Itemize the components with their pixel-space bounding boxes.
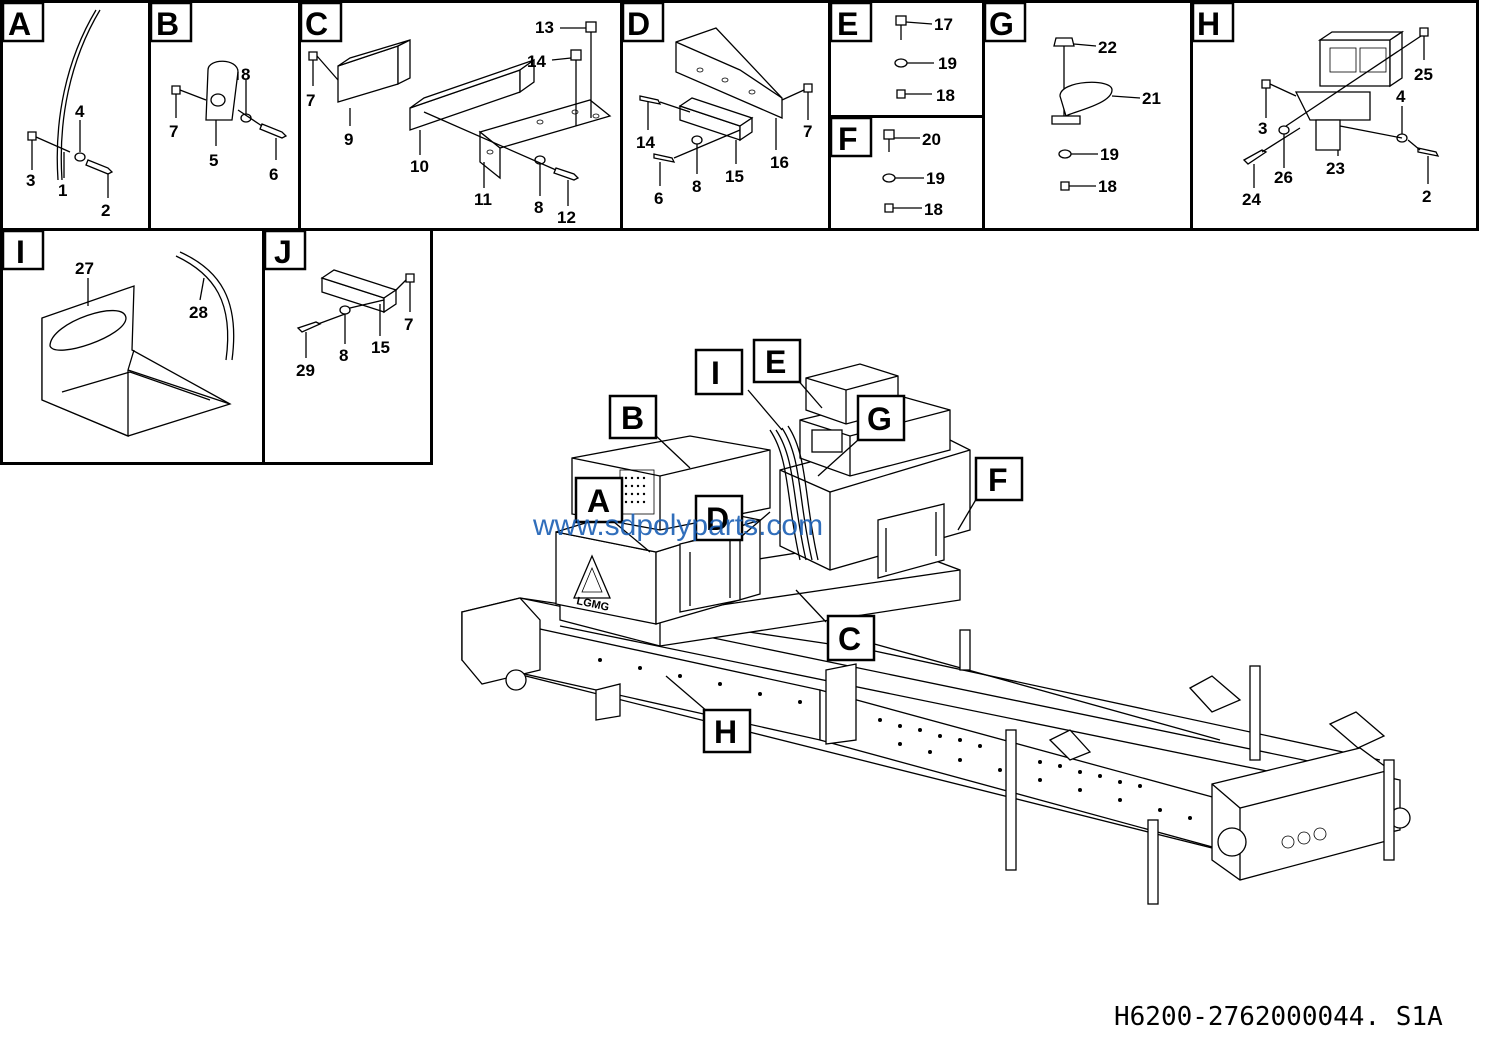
panel-a-label-2: 2 <box>101 201 110 220</box>
panel-e-label-17: 17 <box>934 15 953 34</box>
panel-c-parts: 13 14 7 9 10 11 8 12 <box>306 18 612 227</box>
panel-j-parts: 7 15 29 8 <box>296 269 415 380</box>
panel-j-label-8: 8 <box>339 346 348 365</box>
panel-d-label-14: 14 <box>636 133 655 152</box>
panel-b-parts: 8 7 5 6 <box>169 60 288 184</box>
panel-j-label-15: 15 <box>371 338 390 357</box>
panel-g-parts: 22 21 19 18 <box>1051 37 1161 196</box>
panel-d-label-6: 6 <box>654 189 663 208</box>
panel-j-label-7: 7 <box>404 315 413 334</box>
callout-h: H <box>714 714 737 750</box>
panel-g-label-19: 19 <box>1100 145 1119 164</box>
panel-e-label-18: 18 <box>936 86 955 105</box>
panel-h-label-24: 24 <box>1242 190 1261 209</box>
panel-i-parts: 27 28 <box>41 251 235 437</box>
panel-g-letter: G <box>989 6 1014 42</box>
panel-h-label-2: 2 <box>1422 187 1431 206</box>
panel-c-label-7: 7 <box>306 91 315 110</box>
panel-b-letter: B <box>156 6 179 42</box>
callout-i: I <box>711 355 720 391</box>
panel-h-label-25: 25 <box>1414 65 1433 84</box>
panel-c-label-8: 8 <box>534 198 543 217</box>
panel-h-letter: H <box>1197 6 1220 42</box>
panel-f-label-18: 18 <box>924 200 943 219</box>
callout-a: A <box>587 483 610 519</box>
panel-i-label-27: 27 <box>75 259 94 278</box>
panel-i-label-28: 28 <box>189 303 208 322</box>
panel-h-label-23: 23 <box>1326 159 1345 178</box>
callout-c: C <box>838 621 861 657</box>
panel-a-label-3: 3 <box>26 171 35 190</box>
panel-d-label-7: 7 <box>803 122 812 141</box>
panel-j-letter: J <box>274 234 292 270</box>
panel-a-label-1: 1 <box>58 181 67 200</box>
panel-d-letter: D <box>627 6 650 42</box>
panel-e-parts: 17 19 18 <box>894 15 957 105</box>
panel-f-label-19: 19 <box>926 169 945 188</box>
panel-f-letter: F <box>838 121 858 157</box>
panel-a-label-4: 4 <box>75 102 85 121</box>
panel-frames <box>0 0 1479 465</box>
callout-f: F <box>988 462 1008 498</box>
panel-e-letter: E <box>837 6 858 42</box>
main-assembly: LGMG <box>461 363 1411 905</box>
panel-i-letter: I <box>16 234 25 270</box>
main-callouts: I E B G F A D C H <box>574 338 1024 754</box>
panel-g-label-21: 21 <box>1142 89 1161 108</box>
panel-h-label-3: 3 <box>1258 119 1267 138</box>
callout-d: D <box>706 501 729 537</box>
panel-d-parts: 14 7 15 16 6 8 <box>636 27 813 208</box>
panel-letters: A B C D E F G H I J <box>1 1 1235 271</box>
panel-f-parts: 20 19 18 <box>882 129 945 219</box>
panel-b-label-8: 8 <box>241 65 250 84</box>
drawing-code: H6200-2762000044. S1A <box>1114 1002 1443 1032</box>
panel-b-label-6: 6 <box>269 165 278 184</box>
panel-j-label-29: 29 <box>296 361 315 380</box>
panel-c-label-14: 14 <box>527 52 546 71</box>
panel-d-label-15: 15 <box>725 167 744 186</box>
callout-g: G <box>867 401 892 437</box>
panel-c-label-9: 9 <box>344 130 353 149</box>
panel-c-label-11: 11 <box>474 190 492 209</box>
watermark: www.sdpolyparts.com <box>532 509 823 542</box>
panel-f-label-20: 20 <box>922 130 941 149</box>
panel-d-label-8: 8 <box>692 177 701 196</box>
callout-e: E <box>765 344 786 380</box>
panel-h-label-4: 4 <box>1396 87 1406 106</box>
panel-c-label-12: 12 <box>557 208 576 227</box>
panel-b-label-7: 7 <box>169 122 178 141</box>
panel-c-letter: C <box>305 6 328 42</box>
panel-g-label-22: 22 <box>1098 38 1117 57</box>
panel-e-label-19: 19 <box>938 54 957 73</box>
panel-h-label-26: 26 <box>1274 168 1293 187</box>
panel-c-label-13: 13 <box>535 18 554 37</box>
callout-b: B <box>621 400 644 436</box>
panel-a-letter: A <box>8 6 31 42</box>
panel-b-label-5: 5 <box>209 151 218 170</box>
panel-h-parts: 25 4 3 26 23 24 2 <box>1242 27 1440 209</box>
panel-d-label-16: 16 <box>770 153 789 172</box>
panel-a-parts: 4 3 1 2 <box>26 9 114 220</box>
panel-c-label-10: 10 <box>410 157 429 176</box>
panel-g-label-18: 18 <box>1098 177 1117 196</box>
